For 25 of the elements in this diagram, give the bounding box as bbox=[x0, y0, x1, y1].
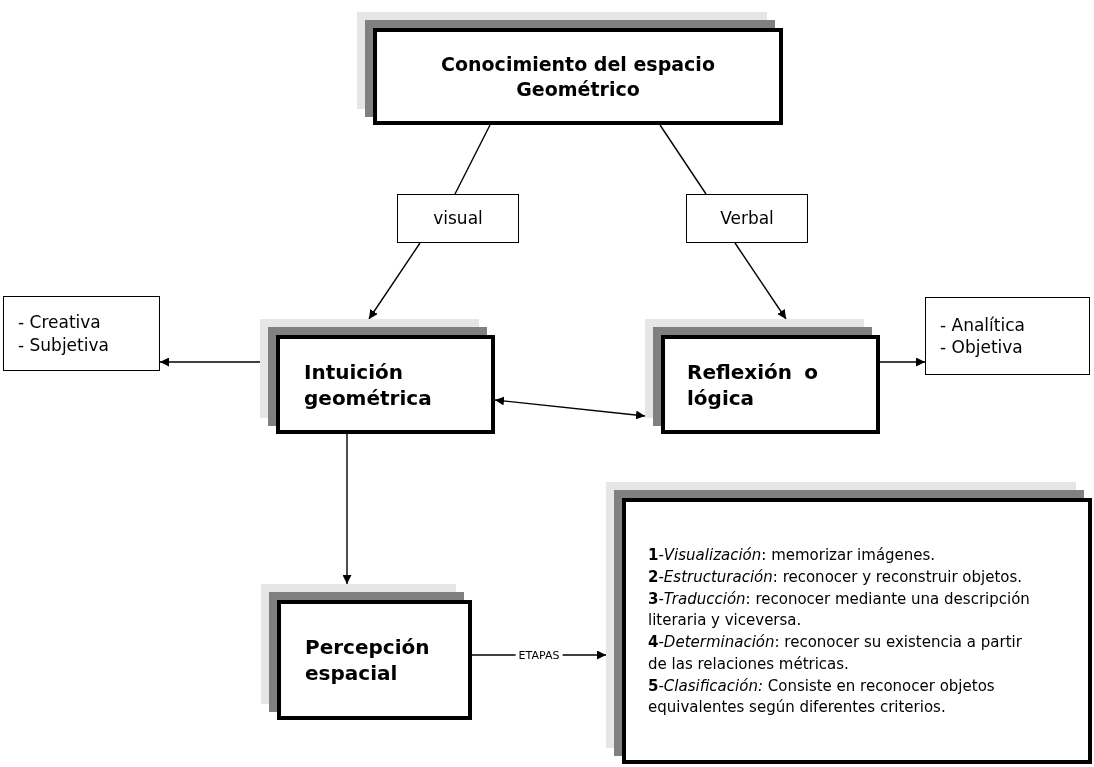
list-item: 3-Traducción: reconocer mediante una descripción literaria y viceversa. bbox=[648, 588, 1031, 632]
node-text: Conocimiento del espacio Geométrico bbox=[440, 51, 716, 102]
arrow bbox=[368, 242, 421, 320]
node-text: - Creativa bbox=[18, 311, 102, 334]
node-text: Percepción espacial bbox=[305, 634, 431, 686]
list-item: 4-Determinación: reconocer su existencia a partir de las relaciones métricas. bbox=[648, 632, 1023, 675]
list-item: 1-Visualización: memorizar imágenes. bbox=[648, 545, 937, 566]
arrow bbox=[734, 242, 787, 320]
list-item: 5-Clasificación: Consiste en reconocer objetos equivalentes según diferentes criterios. bbox=[648, 675, 996, 719]
arrow bbox=[342, 433, 352, 585]
arrow bbox=[879, 357, 926, 367]
arrow bbox=[159, 357, 261, 367]
node-text: Reflexión o lógica bbox=[687, 358, 818, 411]
node-text: - Analítica bbox=[940, 313, 1026, 336]
node-text: - Subjetiva bbox=[18, 333, 110, 356]
node-text: - Objetiva bbox=[940, 336, 1024, 359]
node-text: Intuición geométrica bbox=[304, 358, 433, 411]
node-text: Verbal bbox=[719, 207, 775, 230]
label-box bbox=[397, 194, 519, 243]
label-box bbox=[686, 194, 808, 243]
arrow bbox=[494, 396, 646, 420]
label-box bbox=[3, 296, 160, 371]
label-box bbox=[925, 297, 1090, 375]
list-item: 2-Estructuración: reconocer y reconstruir objetos. bbox=[648, 566, 1024, 588]
node-text: visual bbox=[432, 207, 484, 230]
